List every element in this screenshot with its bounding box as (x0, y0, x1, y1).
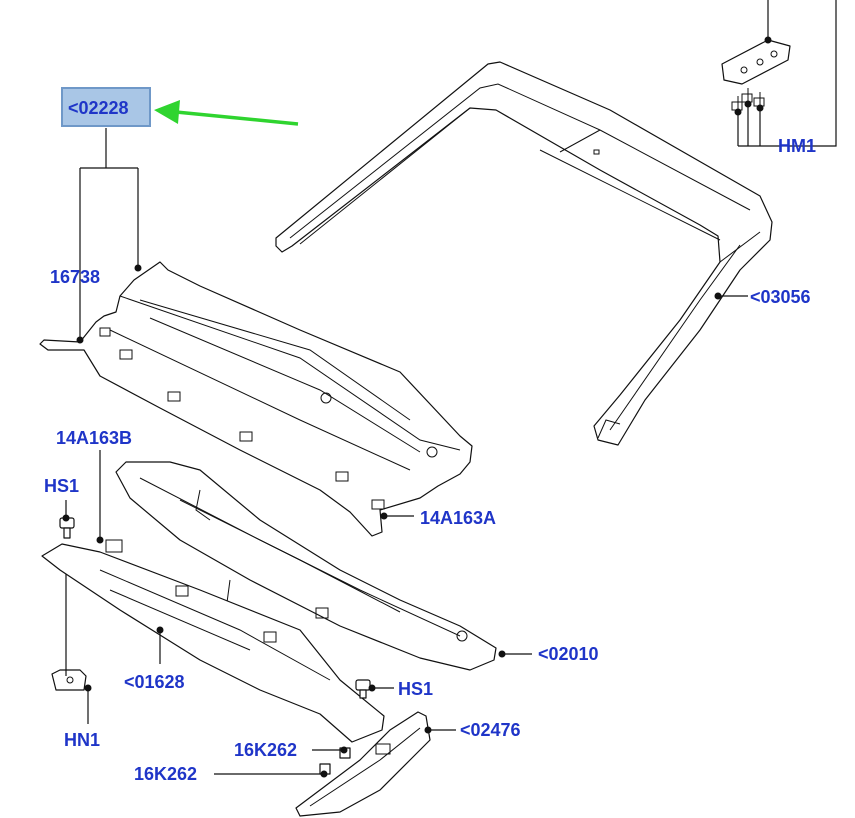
part-label-16k262-a[interactable]: 16K262 (234, 740, 297, 760)
part-label-16k262-b[interactable]: 16K262 (134, 764, 197, 784)
hinge-bracket-part (721, 39, 791, 112)
part-label-02010[interactable]: <02010 (538, 644, 599, 664)
part-label-hs1-top[interactable]: HS1 (44, 476, 79, 496)
fastener-hn1 (51, 669, 87, 691)
cowl-lower-panel-part (41, 539, 385, 743)
part-label-01628[interactable]: <01628 (124, 672, 185, 692)
windshield-frame-part (275, 61, 773, 446)
highlight-box-02228 (61, 87, 151, 127)
part-label-hs1-bottom[interactable]: HS1 (398, 679, 433, 699)
cowl-inner-panel-part (115, 461, 497, 671)
part-label-16738[interactable]: 16738 (50, 267, 100, 287)
part-label-03056[interactable]: <03056 (750, 287, 811, 307)
side-bracket-part (295, 711, 431, 817)
fastener-hs1-bottom (355, 679, 371, 699)
cowl-vent-panel-part (39, 261, 473, 537)
part-label-hn1[interactable]: HN1 (64, 730, 100, 750)
part-label-14a163b[interactable]: 14A163B (56, 428, 132, 448)
part-label-02476[interactable]: <02476 (460, 720, 521, 740)
pointer-arrow (154, 100, 299, 126)
part-label-hm1[interactable]: HM1 (778, 136, 816, 156)
leader-lines (62, 0, 837, 778)
part-label-02228[interactable]: <02228 (68, 98, 129, 118)
part-label-14a163a[interactable]: 14A163A (420, 508, 496, 528)
